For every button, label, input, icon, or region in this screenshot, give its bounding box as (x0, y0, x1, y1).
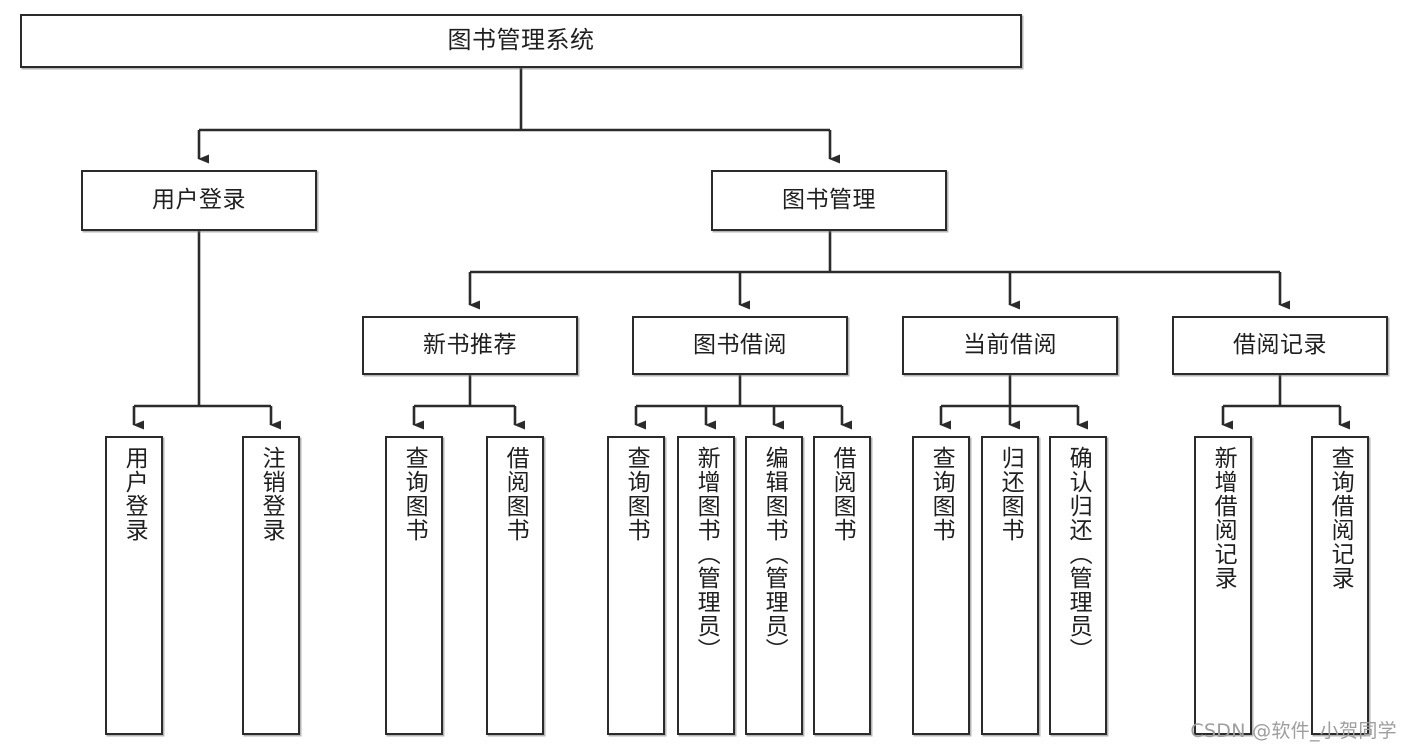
node-user-login[interactable]: 用户登录 (81, 170, 317, 231)
node-label: 用户登录 (152, 187, 246, 214)
node-borrow-record[interactable]: 借阅记录 (1172, 316, 1388, 375)
leaf-user-login[interactable]: 用户登录 (105, 436, 163, 735)
leaf-confirm-return-admin[interactable]: 确认归还（管理员） (1049, 436, 1107, 735)
node-label: 新增图书（管理员） (693, 446, 720, 662)
node-label: 查询借阅记录 (1327, 446, 1354, 590)
node-label: 归还图书 (997, 446, 1024, 542)
node-label: 图书借阅 (693, 332, 787, 359)
node-label: 新书推荐 (423, 332, 517, 359)
node-label: 查询图书 (401, 446, 428, 542)
node-label: 注销登录 (258, 446, 285, 542)
node-current-borrow[interactable]: 当前借阅 (902, 316, 1118, 375)
node-book-borrow[interactable]: 图书借阅 (632, 316, 848, 375)
leaf-query-borrow-record[interactable]: 查询借阅记录 (1311, 436, 1369, 735)
leaf-add-borrow-record[interactable]: 新增借阅记录 (1194, 436, 1252, 735)
leaf-edit-book-admin[interactable]: 编辑图书（管理员） (745, 436, 803, 735)
leaf-return-books[interactable]: 归还图书 (981, 436, 1039, 735)
leaf-query-books-recommend[interactable]: 查询图书 (385, 436, 443, 735)
leaf-borrow-books-recommend[interactable]: 借阅图书 (486, 436, 544, 735)
node-label: 新增借阅记录 (1210, 446, 1237, 590)
leaf-add-book-admin[interactable]: 新增图书（管理员） (677, 436, 735, 735)
leaf-query-books-current[interactable]: 查询图书 (912, 436, 970, 735)
node-label: 借阅图书 (502, 446, 529, 542)
node-label: 图书管理系统 (447, 26, 595, 55)
node-label: 借阅记录 (1233, 332, 1327, 359)
node-label: 确认归还（管理员） (1065, 446, 1092, 662)
node-label: 用户登录 (121, 446, 148, 542)
node-label: 当前借阅 (963, 332, 1057, 359)
leaf-logout[interactable]: 注销登录 (242, 436, 300, 735)
node-label: 查询图书 (623, 446, 650, 542)
node-label: 编辑图书（管理员） (761, 446, 788, 662)
node-book-management[interactable]: 图书管理 (711, 170, 947, 231)
leaf-borrow-books[interactable]: 借阅图书 (813, 436, 871, 735)
node-label: 查询图书 (928, 446, 955, 542)
node-label: 借阅图书 (829, 446, 856, 542)
leaf-query-books-borrow[interactable]: 查询图书 (607, 436, 665, 735)
node-new-book-recommend[interactable]: 新书推荐 (362, 316, 578, 375)
node-root-system[interactable]: 图书管理系统 (20, 14, 1022, 68)
node-label: 图书管理 (782, 187, 876, 214)
